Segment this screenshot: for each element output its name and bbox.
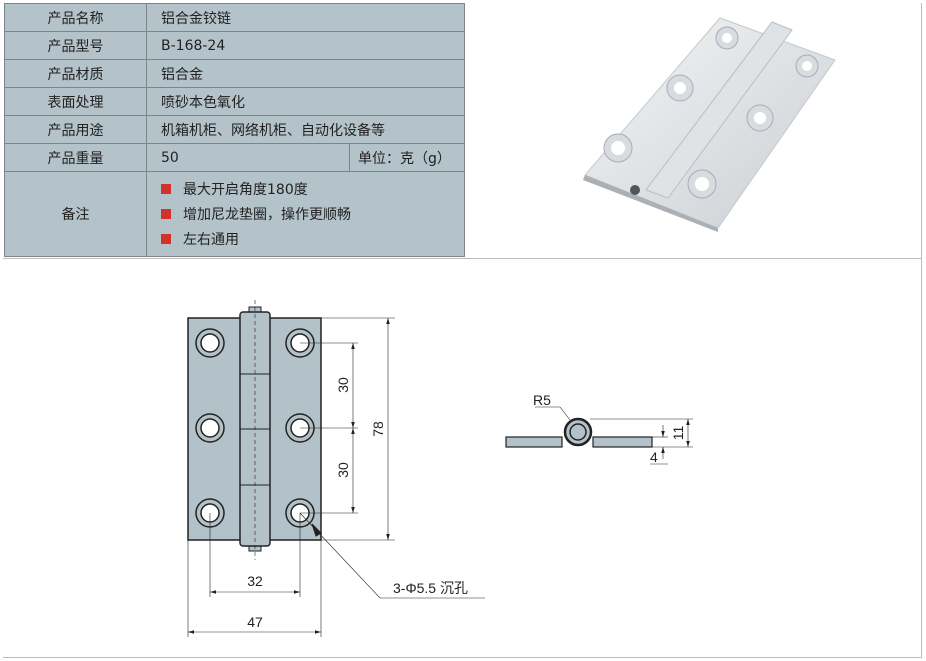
spec-label: 产品用途 [4, 115, 147, 144]
spec-value: 铝合金铰链 [146, 3, 465, 32]
dim-4: 4 [650, 449, 658, 465]
notes-list: 最大开启角度180度 增加尼龙垫圈，操作更顺畅 左右通用 [146, 171, 465, 257]
note-item: 增加尼龙垫圈，操作更顺畅 [161, 202, 464, 227]
dim-47: 47 [247, 614, 263, 630]
spec-label: 产品材质 [4, 59, 147, 88]
spec-value: B-168-24 [146, 31, 465, 60]
radius-label: R5 [533, 392, 551, 408]
spec-row: 产品材质铝合金 [4, 59, 465, 88]
dim-11: 11 [670, 426, 686, 441]
spec-row: 表面处理喷砂本色氧化 [4, 87, 465, 116]
front-view [187, 300, 485, 637]
spec-row: 产品用途机箱机柜、网络机柜、自动化设备等 [4, 115, 465, 144]
bullet-icon [161, 184, 171, 194]
side-view [505, 406, 693, 465]
product-photo [583, 17, 836, 232]
dim-30-upper: 30 [335, 377, 351, 393]
divider [3, 258, 921, 259]
spec-value: 喷砂本色氧化 [146, 87, 465, 116]
spec-label: 表面处理 [4, 87, 147, 116]
bullet-icon [161, 209, 171, 219]
spec-value: 铝合金 [146, 59, 465, 88]
dim-32: 32 [247, 573, 263, 589]
spec-label: 产品重量 [4, 143, 147, 172]
bullet-icon [161, 234, 171, 244]
spec-value: 机箱机柜、网络机柜、自动化设备等 [146, 115, 465, 144]
dim-30-lower: 30 [335, 462, 351, 478]
notes-label: 备注 [4, 171, 147, 257]
hole-note: 3-Φ5.5 沉孔 [393, 580, 468, 596]
note-item: 最大开启角度180度 [161, 177, 464, 202]
note-item: 左右通用 [161, 227, 464, 252]
spec-unit: 单位：克（g） [349, 143, 465, 172]
notes-row: 备注 最大开启角度180度 增加尼龙垫圈，操作更顺畅 左右通用 [4, 171, 465, 257]
spec-value: 50 [146, 143, 350, 172]
page-frame [3, 3, 922, 658]
dim-78: 78 [370, 421, 386, 437]
spec-row: 产品名称铝合金铰链 [4, 3, 465, 32]
